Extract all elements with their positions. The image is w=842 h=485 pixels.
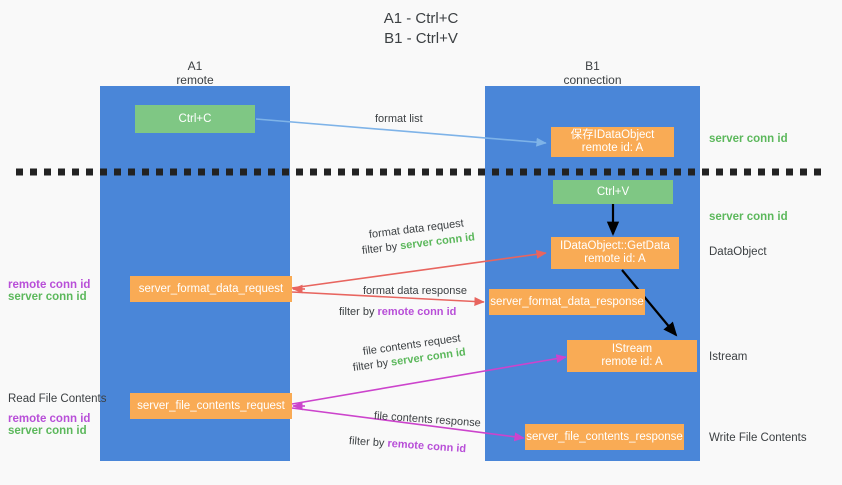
column-header-a1: A1 remote <box>100 59 290 87</box>
label-read-file-contents: Read File Contents <box>8 393 107 405</box>
box-server-file-contents-response[interactable]: server_file_contents_response <box>525 424 684 450</box>
column-header-b1-sub: connection <box>563 73 622 87</box>
caption-format-data-response: format data response <box>363 285 467 297</box>
caption-format-data-response-filter: filter by remote conn id <box>339 305 456 319</box>
label-server-conn-id-mid: server conn id <box>709 211 788 223</box>
caption-filter-prefix: filter by <box>348 435 388 450</box>
caption-file-contents-response-filter: filter by remote conn id <box>349 434 467 456</box>
caption-format-list: format list <box>375 113 423 125</box>
caption-filter-prefix: filter by <box>352 356 392 374</box>
column-header-a1-sub: remote <box>176 73 214 87</box>
label-server-conn-id-2: server conn id <box>8 425 87 437</box>
page-title: A1 - Ctrl+C B1 - Ctrl+V <box>383 10 459 47</box>
box-ctrl-c[interactable]: Ctrl+C <box>135 105 255 133</box>
column-header-a1-name: A1 <box>187 59 203 73</box>
column-header-b1: B1 connection <box>485 59 700 87</box>
label-server-conn-id-1: server conn id <box>8 291 87 303</box>
label-remote-conn-id-1: remote conn id <box>8 279 91 291</box>
box-save-idataobject[interactable]: 保存IDataObject remote id: A <box>551 127 674 157</box>
caption-filter-prefix: filter by <box>361 240 401 257</box>
box-istream[interactable]: IStream remote id: A <box>567 340 697 372</box>
box-idataobject-getdata[interactable]: IDataObject::GetData remote id: A <box>551 237 679 269</box>
caption-filter-key-remote-conn-id: remote conn id <box>387 437 467 456</box>
caption-filter-key-remote-conn-id: remote conn id <box>377 306 457 318</box>
label-remote-conn-id-2: remote conn id <box>8 413 91 425</box>
label-dataobject: DataObject <box>709 246 767 258</box>
label-server-conn-id-top: server conn id <box>709 133 788 145</box>
label-write-file-contents: Write File Contents <box>709 432 807 444</box>
box-server-format-data-response[interactable]: server_format_data_response <box>489 289 645 315</box>
caption-file-contents-response: file contents response <box>373 410 482 430</box>
box-server-format-data-request[interactable]: server_format_data_request <box>130 276 292 302</box>
caption-filter-prefix: filter by <box>339 306 378 318</box>
label-istream: Istream <box>709 351 748 363</box>
box-server-file-contents-request[interactable]: server_file_contents_request <box>130 393 292 419</box>
box-ctrl-v[interactable]: Ctrl+V <box>553 180 673 204</box>
column-header-b1-name: B1 <box>585 59 600 73</box>
